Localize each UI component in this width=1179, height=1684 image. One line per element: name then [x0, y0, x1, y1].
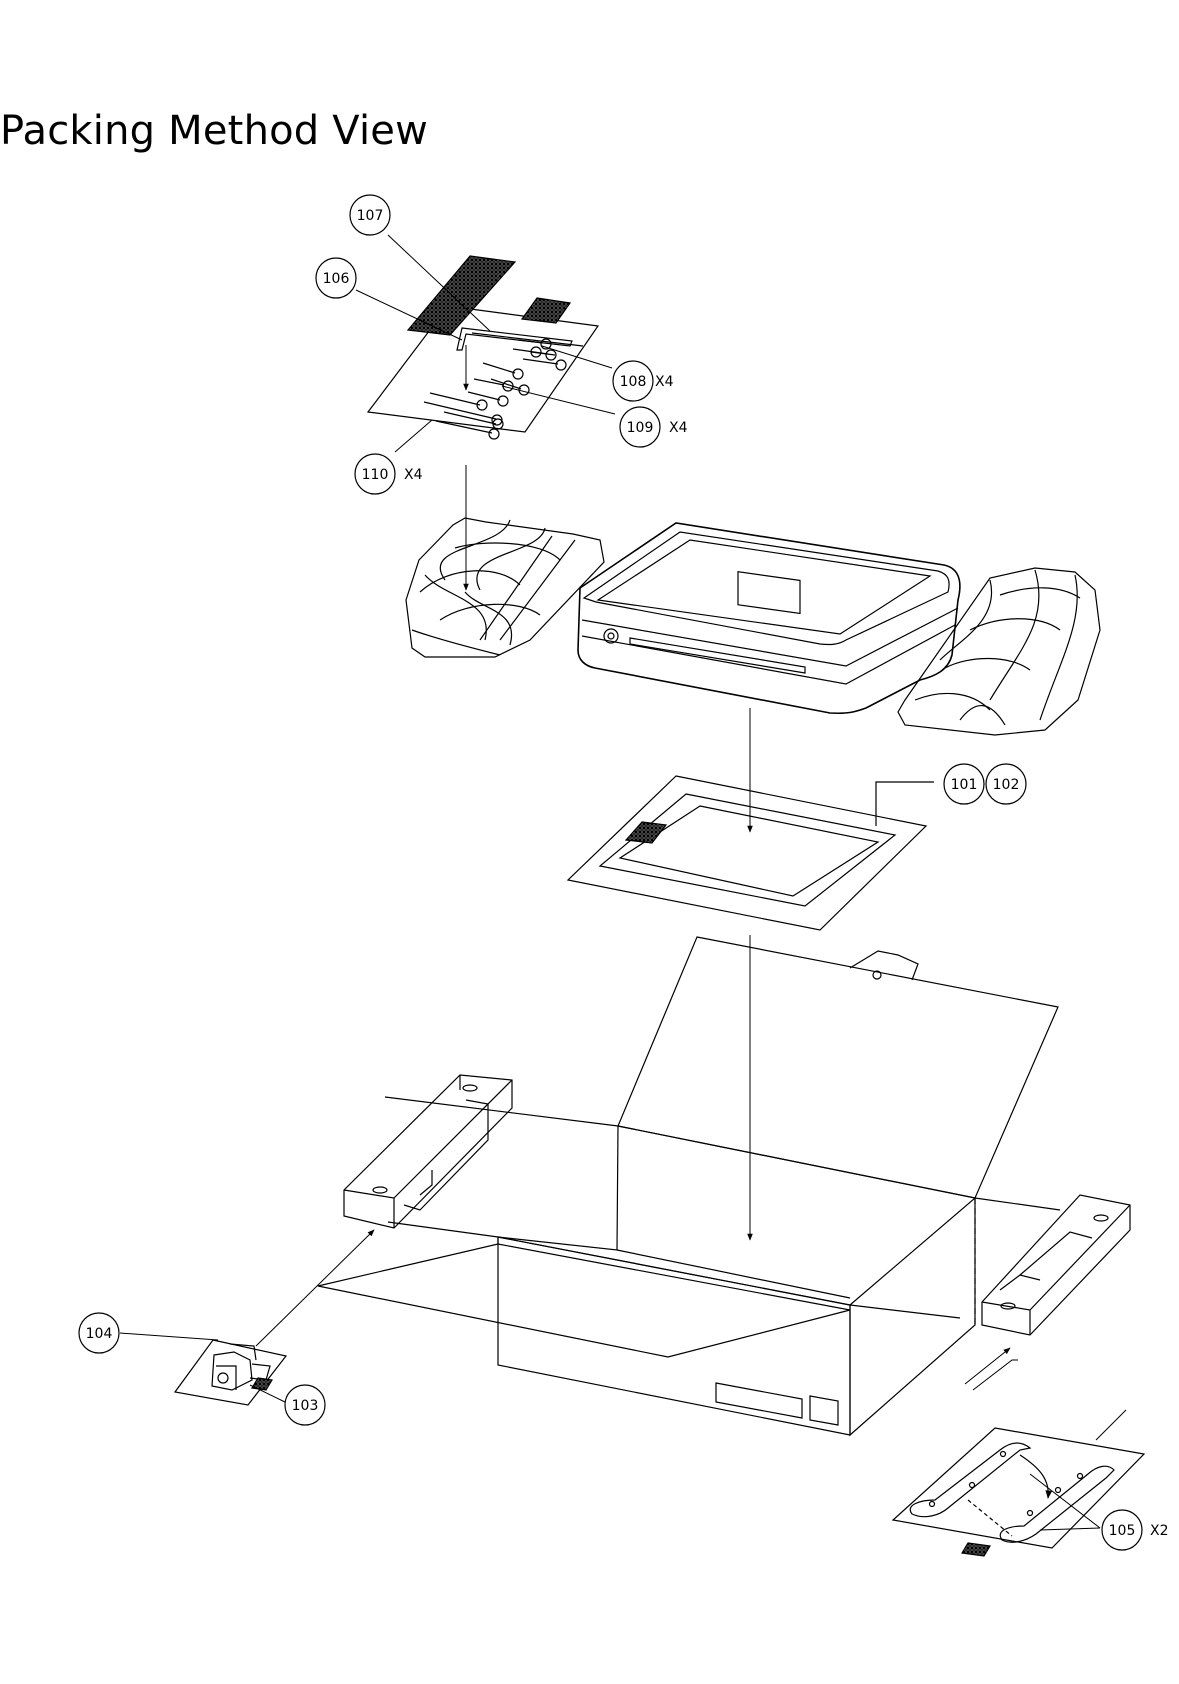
feet-sticker [962, 1543, 990, 1556]
callout-103-label: 103 [292, 1398, 319, 1414]
callout-107: 107 [350, 195, 390, 235]
callout-106: 106 [316, 258, 356, 298]
carton-box [318, 937, 1060, 1435]
label-sticker-107 [408, 256, 515, 335]
callout-108-qty: X4 [655, 374, 674, 390]
callout-102: 102 [986, 764, 1026, 804]
callout-101-label: 101 [951, 777, 978, 793]
left-cushion [406, 518, 604, 657]
right-end-cap [982, 1195, 1130, 1335]
right-cushion [898, 568, 1100, 735]
plastic-bag [568, 776, 934, 930]
callout-104-label: 104 [86, 1326, 113, 1342]
accessory-bag [368, 256, 598, 439]
callout-102-label: 102 [993, 777, 1020, 793]
callout-110-qty: X4 [404, 467, 423, 483]
callout-109: 109 X4 [620, 407, 688, 447]
adapter-sticker [252, 1378, 272, 1390]
callout-105: 105 X2 [1102, 1510, 1169, 1550]
callout-107-label: 107 [357, 208, 384, 224]
box-label-2 [810, 1396, 838, 1425]
callout-110-label: 110 [362, 467, 389, 483]
callout-101: 101 [944, 764, 984, 804]
device-body [578, 523, 960, 713]
callout-104: 104 [79, 1313, 119, 1353]
callout-105-qty: X2 [1150, 1523, 1169, 1539]
adapter-bag [175, 1340, 286, 1405]
bag-sticker [626, 822, 666, 843]
callout-108: 108 X4 [613, 361, 674, 401]
callout-109-label: 109 [627, 420, 654, 436]
screws-110 [424, 393, 503, 439]
callout-109-qty: X4 [669, 420, 688, 436]
screws-109 [468, 363, 529, 406]
box-label-1 [716, 1383, 802, 1418]
callout-108-label: 108 [620, 374, 647, 390]
callout-103: 103 [285, 1385, 325, 1425]
callout-110: 110 X4 [355, 454, 423, 494]
callout-105-label: 105 [1109, 1523, 1136, 1539]
left-end-cap [344, 1075, 512, 1228]
callout-106-label: 106 [323, 271, 350, 287]
label-sticker-small [522, 298, 570, 323]
device-top-label [738, 572, 800, 614]
